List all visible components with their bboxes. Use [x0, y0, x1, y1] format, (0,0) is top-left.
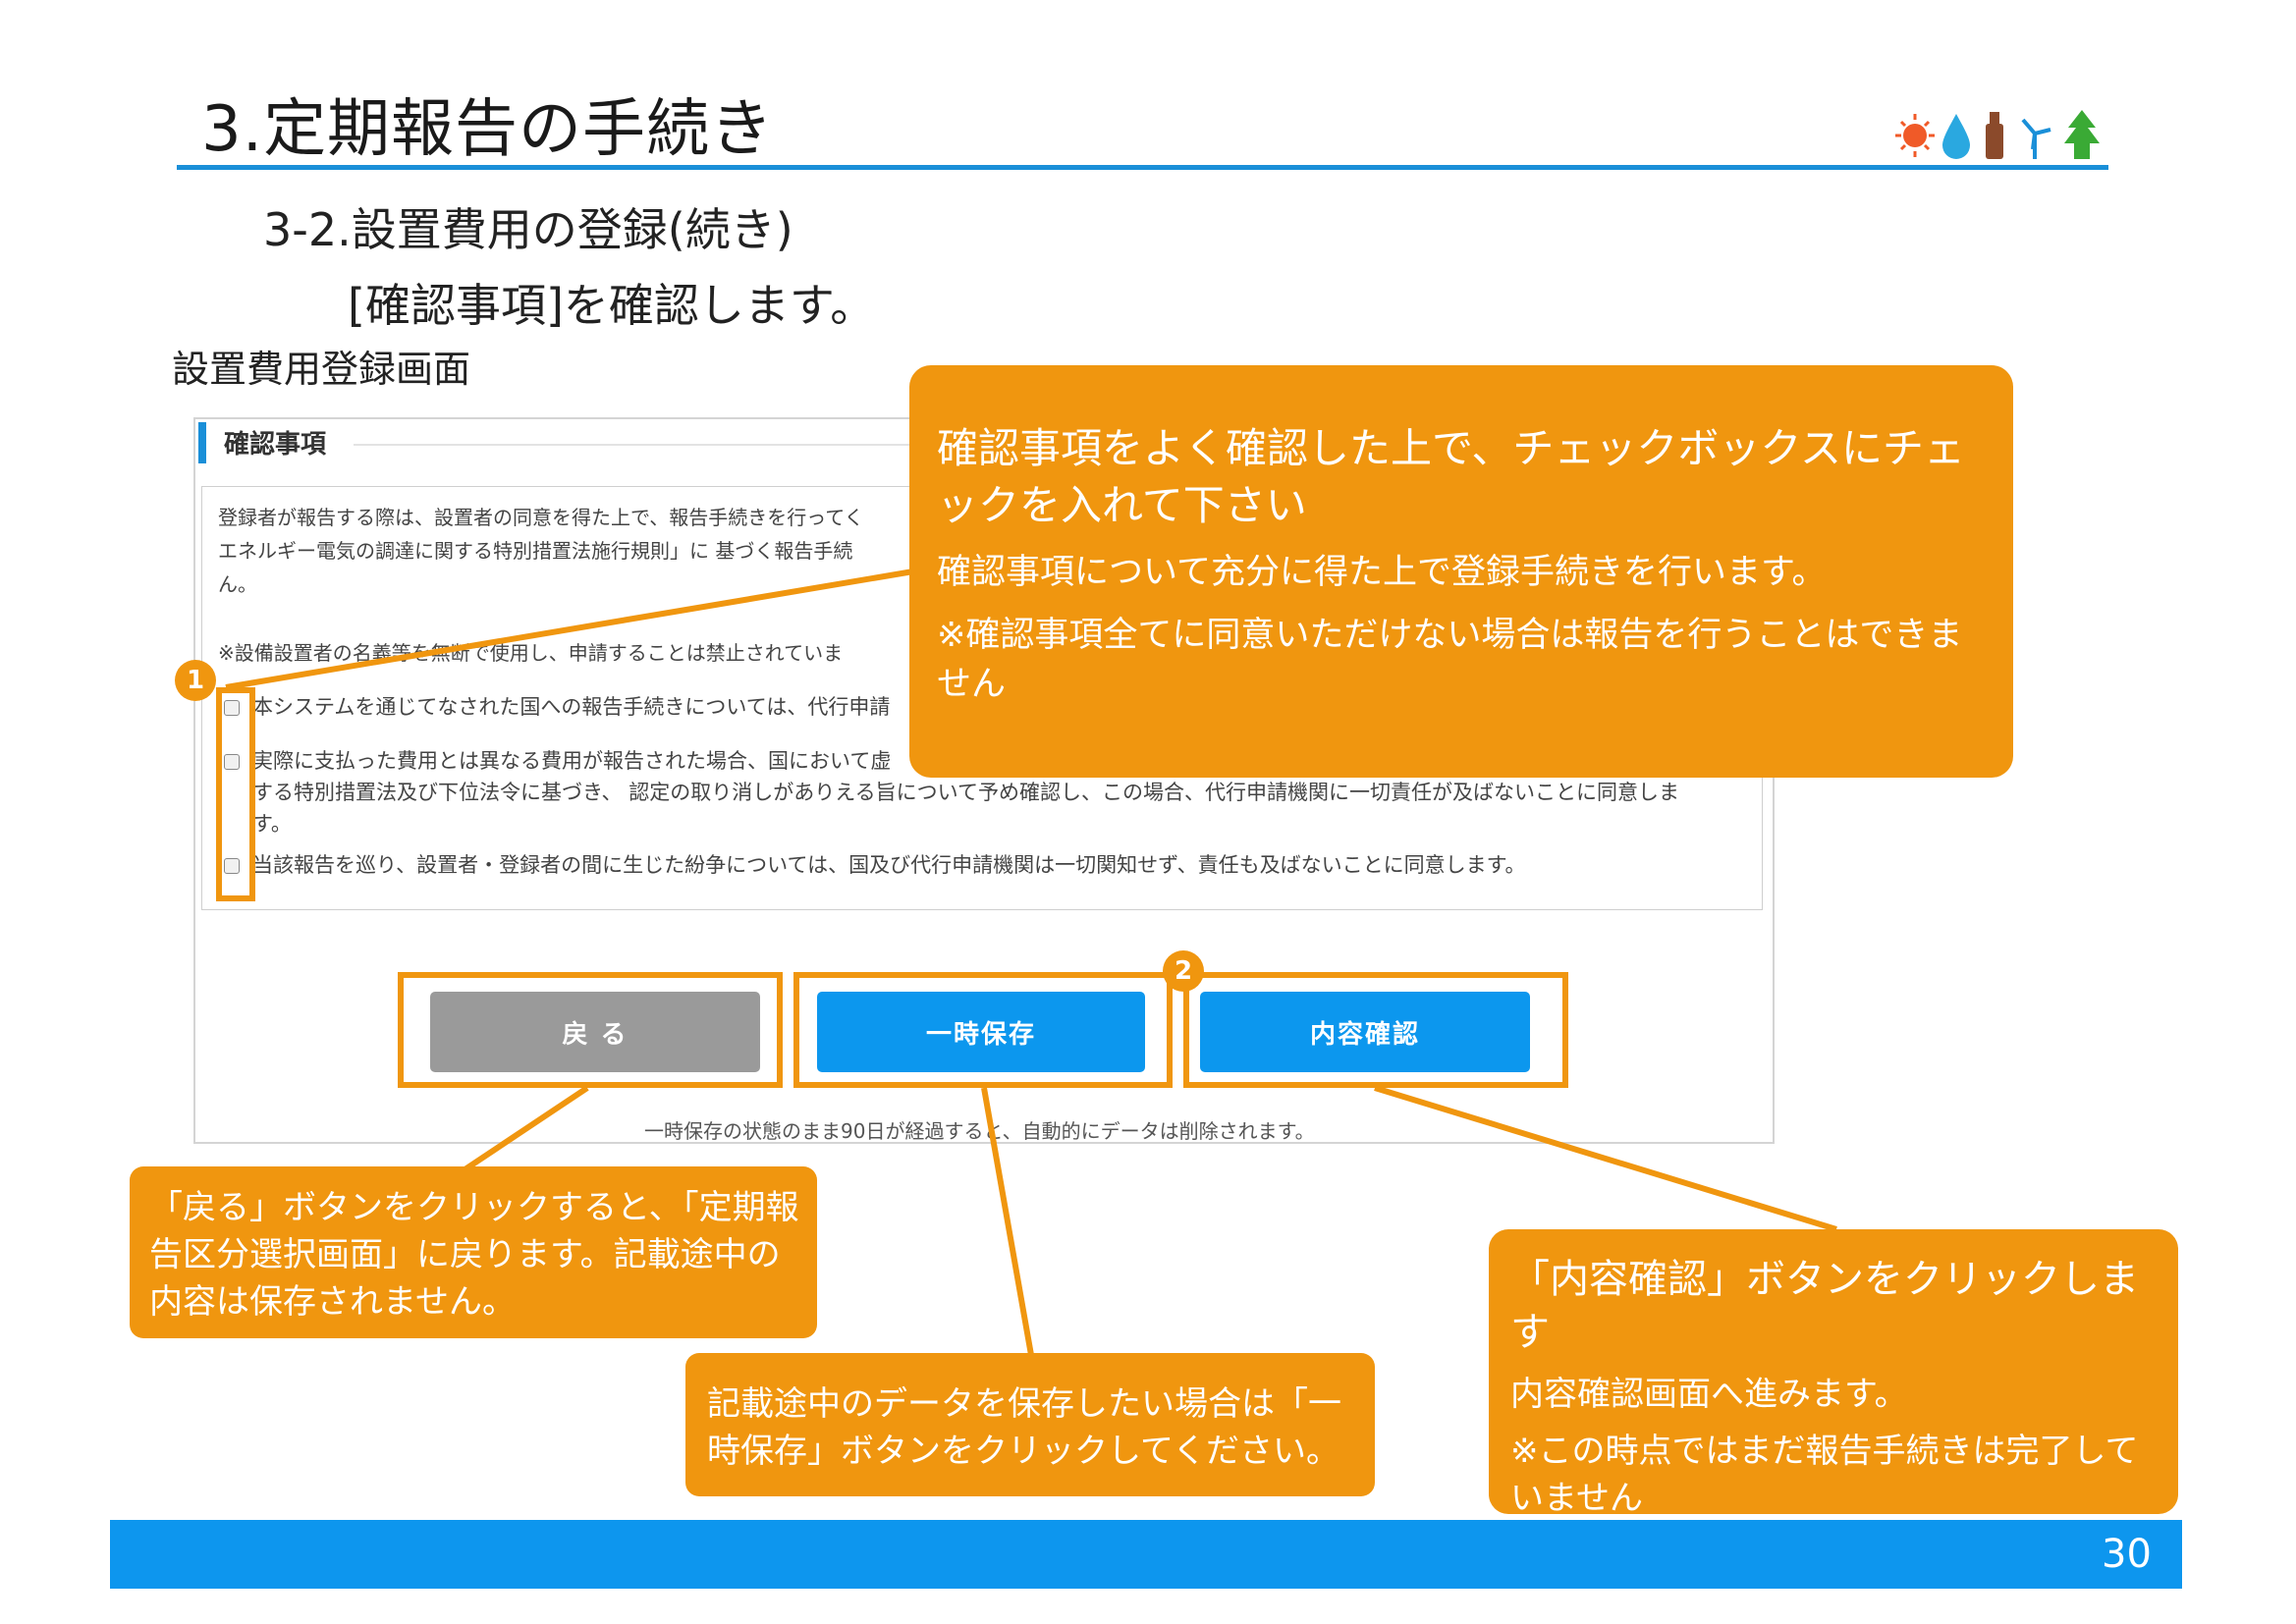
section-accent-bar — [198, 422, 206, 463]
wind-turbine-icon — [2021, 118, 2051, 159]
paragraph-line: エネルギー電気の調達に関する特別措置法施行規則」に 基づく報告手続 — [218, 539, 853, 563]
agreement-checkbox-3[interactable] — [224, 858, 240, 874]
title-divider — [177, 165, 2108, 170]
agreement-checkbox-1[interactable] — [224, 700, 240, 716]
agreement-label-line: 実際に支払った費用とは異なる費用が報告された場合、国において虚 — [252, 749, 892, 773]
agreement-label-1: 本システムを通じてなされた国への報告手続きについては、代行申請 — [252, 695, 891, 719]
confirm-callout-heading: 「内容確認」ボタンをクリックします — [1510, 1257, 2139, 1355]
confirm-button-highlight — [1183, 972, 1568, 1088]
agreement-label-line: す。 — [252, 812, 292, 836]
temp-save-note: 一時保存の状態のまま90日が経過すると、自動的にデータは削除されます。 — [644, 1119, 1315, 1143]
back-button-highlight — [398, 972, 783, 1088]
checkbox-callout: 確認事項をよく確認した上で、チェックボックスにチェックを入れて下さい 確認事項に… — [909, 365, 2013, 778]
checkbox-highlight — [216, 687, 255, 901]
step-marker-1: 1 — [175, 660, 216, 701]
back-callout: 「戻る」ボタンをクリックすると、「定期報告区分選択画面」に戻ります。記載途中の内… — [130, 1166, 817, 1338]
agreement-label-3: 当該報告を巡り、設置者・登録者の間に生じた紛争については、国及び代行申請機関は一… — [252, 853, 1526, 877]
step-marker-2: 2 — [1163, 950, 1204, 992]
instruction-text: [確認事項]を確認します。 — [348, 279, 876, 332]
screen-label: 設置費用登録画面 — [172, 348, 471, 391]
agreement-label-line: する特別措置法及び下位法令に基づき、 認定の取り消しがありえる旨について予め確認… — [252, 781, 1679, 804]
checkbox-callout-line2: ※確認事項全てに同意いただけない場合は報告を行うことはできません — [937, 616, 1963, 704]
confirm-content-button[interactable]: 内容確認 — [1200, 992, 1530, 1072]
temp-save-highlight — [793, 972, 1173, 1088]
section-subtitle: 3-2.設置費用の登録(続き) — [263, 203, 793, 256]
confirm-callout: 「内容確認」ボタンをクリックします 内容確認画面へ進みます。 ※この時点ではまだ… — [1489, 1229, 2178, 1518]
back-button[interactable]: 戻 る — [430, 992, 760, 1072]
sun-icon — [1895, 114, 1935, 157]
agreement-checkbox-2[interactable] — [224, 754, 240, 770]
temp-save-button[interactable]: 一時保存 — [817, 992, 1145, 1072]
temp-save-callout: 記載途中のデータを保存したい場合は「一時保存」ボタンをクリックしてください。 — [685, 1353, 1375, 1496]
tree-icon — [2064, 110, 2100, 159]
agreement-label-2: 実際に支払った費用とは異なる費用が報告された場合、国において虚 する特別措置法及… — [252, 745, 1679, 839]
confirm-callout-line1: 内容確認画面へ進みます。 — [1510, 1375, 1908, 1414]
paragraph-line: 登録者が報告する際は、設置者の同意を得た上で、報告手続きを行ってく — [218, 506, 864, 529]
confirm-callout-line2: ※この時点ではまだ報告手続きは完了していません — [1510, 1432, 2139, 1518]
page-title: 3.定期報告の手続き — [201, 93, 775, 166]
footer-bar — [110, 1520, 2182, 1589]
paragraph-line: ん。 — [218, 572, 257, 596]
notice-text: ※設備設置者の名義等を無断で使用し、申請することは禁止されていま — [218, 641, 844, 665]
section-title: 確認事項 — [224, 430, 327, 460]
checkbox-callout-line1: 確認事項について充分に得た上で登録手続きを行います。 — [937, 553, 1827, 592]
geothermal-icon — [1986, 112, 2003, 159]
renewable-energy-logo — [1895, 110, 2100, 159]
confirmation-paragraph: 登録者が報告する際は、設置者の同意を得た上で、報告手続きを行ってく エネルギー電… — [218, 501, 864, 601]
water-drop-icon — [1942, 114, 1970, 159]
checkbox-callout-heading: 確認事項をよく確認した上で、チェックボックスにチェックを入れて下さい — [937, 424, 1966, 529]
page-number: 30 — [2102, 1532, 2152, 1577]
